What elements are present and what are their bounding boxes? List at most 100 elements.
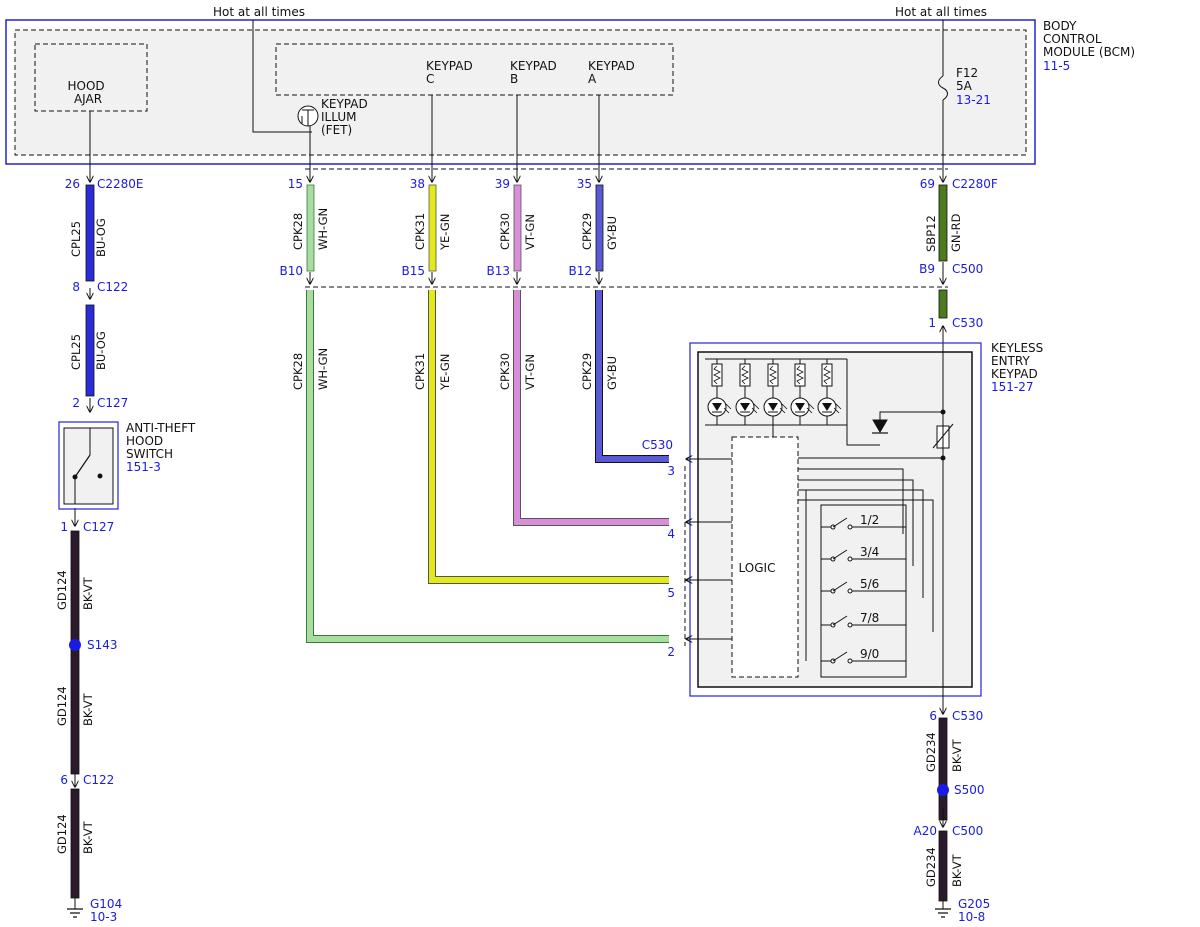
matrix-rail-3 (798, 489, 924, 598)
c2280e-link[interactable]: C2280E (97, 177, 144, 191)
led-rays-5 (833, 403, 842, 414)
wire-label-cpk29-a: CPK29 (580, 213, 594, 250)
wire-gd234-b (938, 830, 948, 902)
hood-switch-ref[interactable]: 151-3 (126, 460, 161, 474)
wire-cpl25-a (85, 184, 95, 282)
ground-g205-link[interactable]: G205 (958, 897, 990, 911)
pin-b10: B10 (279, 264, 303, 278)
switch-blade-5 (832, 651, 848, 662)
c122-link-top[interactable]: C122 (97, 280, 128, 294)
c530-link-top[interactable]: C530 (952, 316, 983, 330)
led-bus-return (846, 359, 880, 446)
wire-color-vt-gn-a: VT-GN (523, 214, 537, 250)
keypad-a-label: KEYPAD (588, 59, 635, 73)
c530-link-keypad[interactable]: C530 (642, 438, 673, 452)
wire-color-bk-vt-c: BK-VT (81, 820, 95, 854)
matrix-rail-1 (798, 468, 904, 534)
fuse-ref-link[interactable]: 13-21 (956, 93, 991, 107)
illum-label: KEYPAD (321, 97, 368, 111)
wire-sbp12-upper (938, 184, 948, 262)
led-rays-3 (779, 403, 788, 414)
led-rays-2 (751, 403, 760, 414)
kp-pin-2: 2 (667, 645, 675, 659)
c122-pin-bot: 6 (60, 773, 68, 787)
kp-pin-3: 3 (667, 464, 675, 478)
switch-blade-4 (832, 615, 848, 626)
wire-color-gn-rd: GN-RD (949, 213, 963, 252)
wire-color-bk-vt-d: BK-VT (950, 738, 964, 772)
wire-label-gd124-b: GD124 (55, 686, 69, 726)
ground-g104-link[interactable]: G104 (90, 897, 122, 911)
hot-right-label: Hot at all times (895, 5, 987, 19)
led-triangle-3 (768, 403, 778, 411)
led-triangle-4 (795, 403, 805, 411)
wire-color-bk-vt-b: BK-VT (81, 692, 95, 726)
pin-c530-1: 1 (928, 316, 936, 330)
switch-contact-2 (847, 556, 853, 562)
led-bank (707, 359, 842, 425)
wire-label-gd234-a: GD234 (924, 732, 938, 772)
wire-cpk31-lower (428, 290, 669, 584)
wire-gd124-a (70, 530, 80, 775)
switch-contact-4 (847, 622, 853, 628)
wire-label-cpk30-b: CPK30 (498, 353, 512, 390)
c127-link-bot[interactable]: C127 (83, 520, 114, 534)
switch-contact-1 (847, 524, 853, 530)
hot-left-label: Hot at all times (213, 5, 305, 19)
keypad-title-3: KEYPAD (991, 367, 1038, 381)
button-label-4: 7/8 (860, 611, 879, 625)
keypad-title-2: ENTRY (991, 354, 1030, 368)
ground-g205-ref[interactable]: 10-8 (958, 910, 985, 924)
svg-text:KEYLESS ENTRY KEYP: KEYLESS ENTRY KEYPAD (991, 341, 1047, 381)
hood-ajar-label-2: AJAR (74, 92, 102, 106)
c500-link[interactable]: C500 (952, 262, 983, 276)
c2280f-link[interactable]: C2280F (952, 177, 998, 191)
c500-link-bot[interactable]: C500 (952, 824, 983, 838)
pin-35: 35 (577, 177, 592, 191)
illum-feed-wire (252, 20, 312, 133)
c127-pin-bot: 1 (60, 520, 68, 534)
wire-sbp12-lower (938, 289, 948, 319)
hood-switch-inner (63, 427, 114, 505)
ground-g104-ref[interactable]: 10-3 (90, 910, 117, 924)
keypad-title: KEYLESS (991, 341, 1043, 355)
c122-link-bot[interactable]: C122 (83, 773, 114, 787)
wire-cpk31-upper (428, 184, 437, 272)
c530-link-bot[interactable]: C530 (952, 709, 983, 723)
logic-block (731, 436, 799, 678)
splice-s143-link[interactable]: S143 (87, 638, 118, 652)
illum-label-2: ILLUM (321, 110, 356, 124)
wire-color-bk-vt-e: BK-VT (950, 853, 964, 887)
c2280e-pin: 26 (65, 177, 80, 191)
bcm-ref-link[interactable]: 11-5 (1043, 59, 1070, 73)
ground-g205-icon (935, 908, 951, 918)
logic-label: LOGIC (739, 561, 776, 575)
keypad-b-label: KEYPAD (510, 59, 557, 73)
hood-ajar-box (34, 43, 148, 112)
hood-switch-title-2: HOOD (126, 434, 163, 448)
wire-cpk30-upper (513, 184, 522, 272)
bcm-title-2: CONTROL (1043, 32, 1102, 46)
splice-s500-dot (937, 784, 949, 796)
button-label-2: 3/4 (860, 545, 879, 559)
splice-s500-link[interactable]: S500 (954, 783, 985, 797)
button-label-5: 9/0 (860, 647, 879, 661)
button-label-3: 5/6 (860, 577, 879, 591)
keyless-entry-keypad: KEYLESS ENTRY KEYPAD 151-27 LOGIC 1/23/4… (684, 341, 1047, 697)
wire-label-cpl25-b: CPL25 (69, 334, 83, 370)
hood-switch-contact (97, 473, 103, 479)
resistor-zigzag-1 (713, 365, 721, 385)
wire-label-cpk28-a: CPK28 (291, 213, 305, 250)
keypad-ref[interactable]: 151-27 (991, 380, 1034, 394)
led-triangle-1 (712, 403, 722, 411)
fet-gate (301, 109, 314, 126)
hood-ajar-label: HOOD (68, 79, 105, 93)
switch-blade-1 (832, 517, 848, 528)
c127-link-top[interactable]: C127 (97, 396, 128, 410)
bcm-outline (5, 19, 1036, 165)
wire-cpk29-lower-fill (596, 290, 669, 462)
led-rays-4 (806, 403, 815, 414)
wire-label-cpk29-b: CPK29 (580, 353, 594, 390)
svg-text:BODY CONTROL MODUL: BODY CONTROL MODULE (BCM) (1043, 19, 1135, 59)
